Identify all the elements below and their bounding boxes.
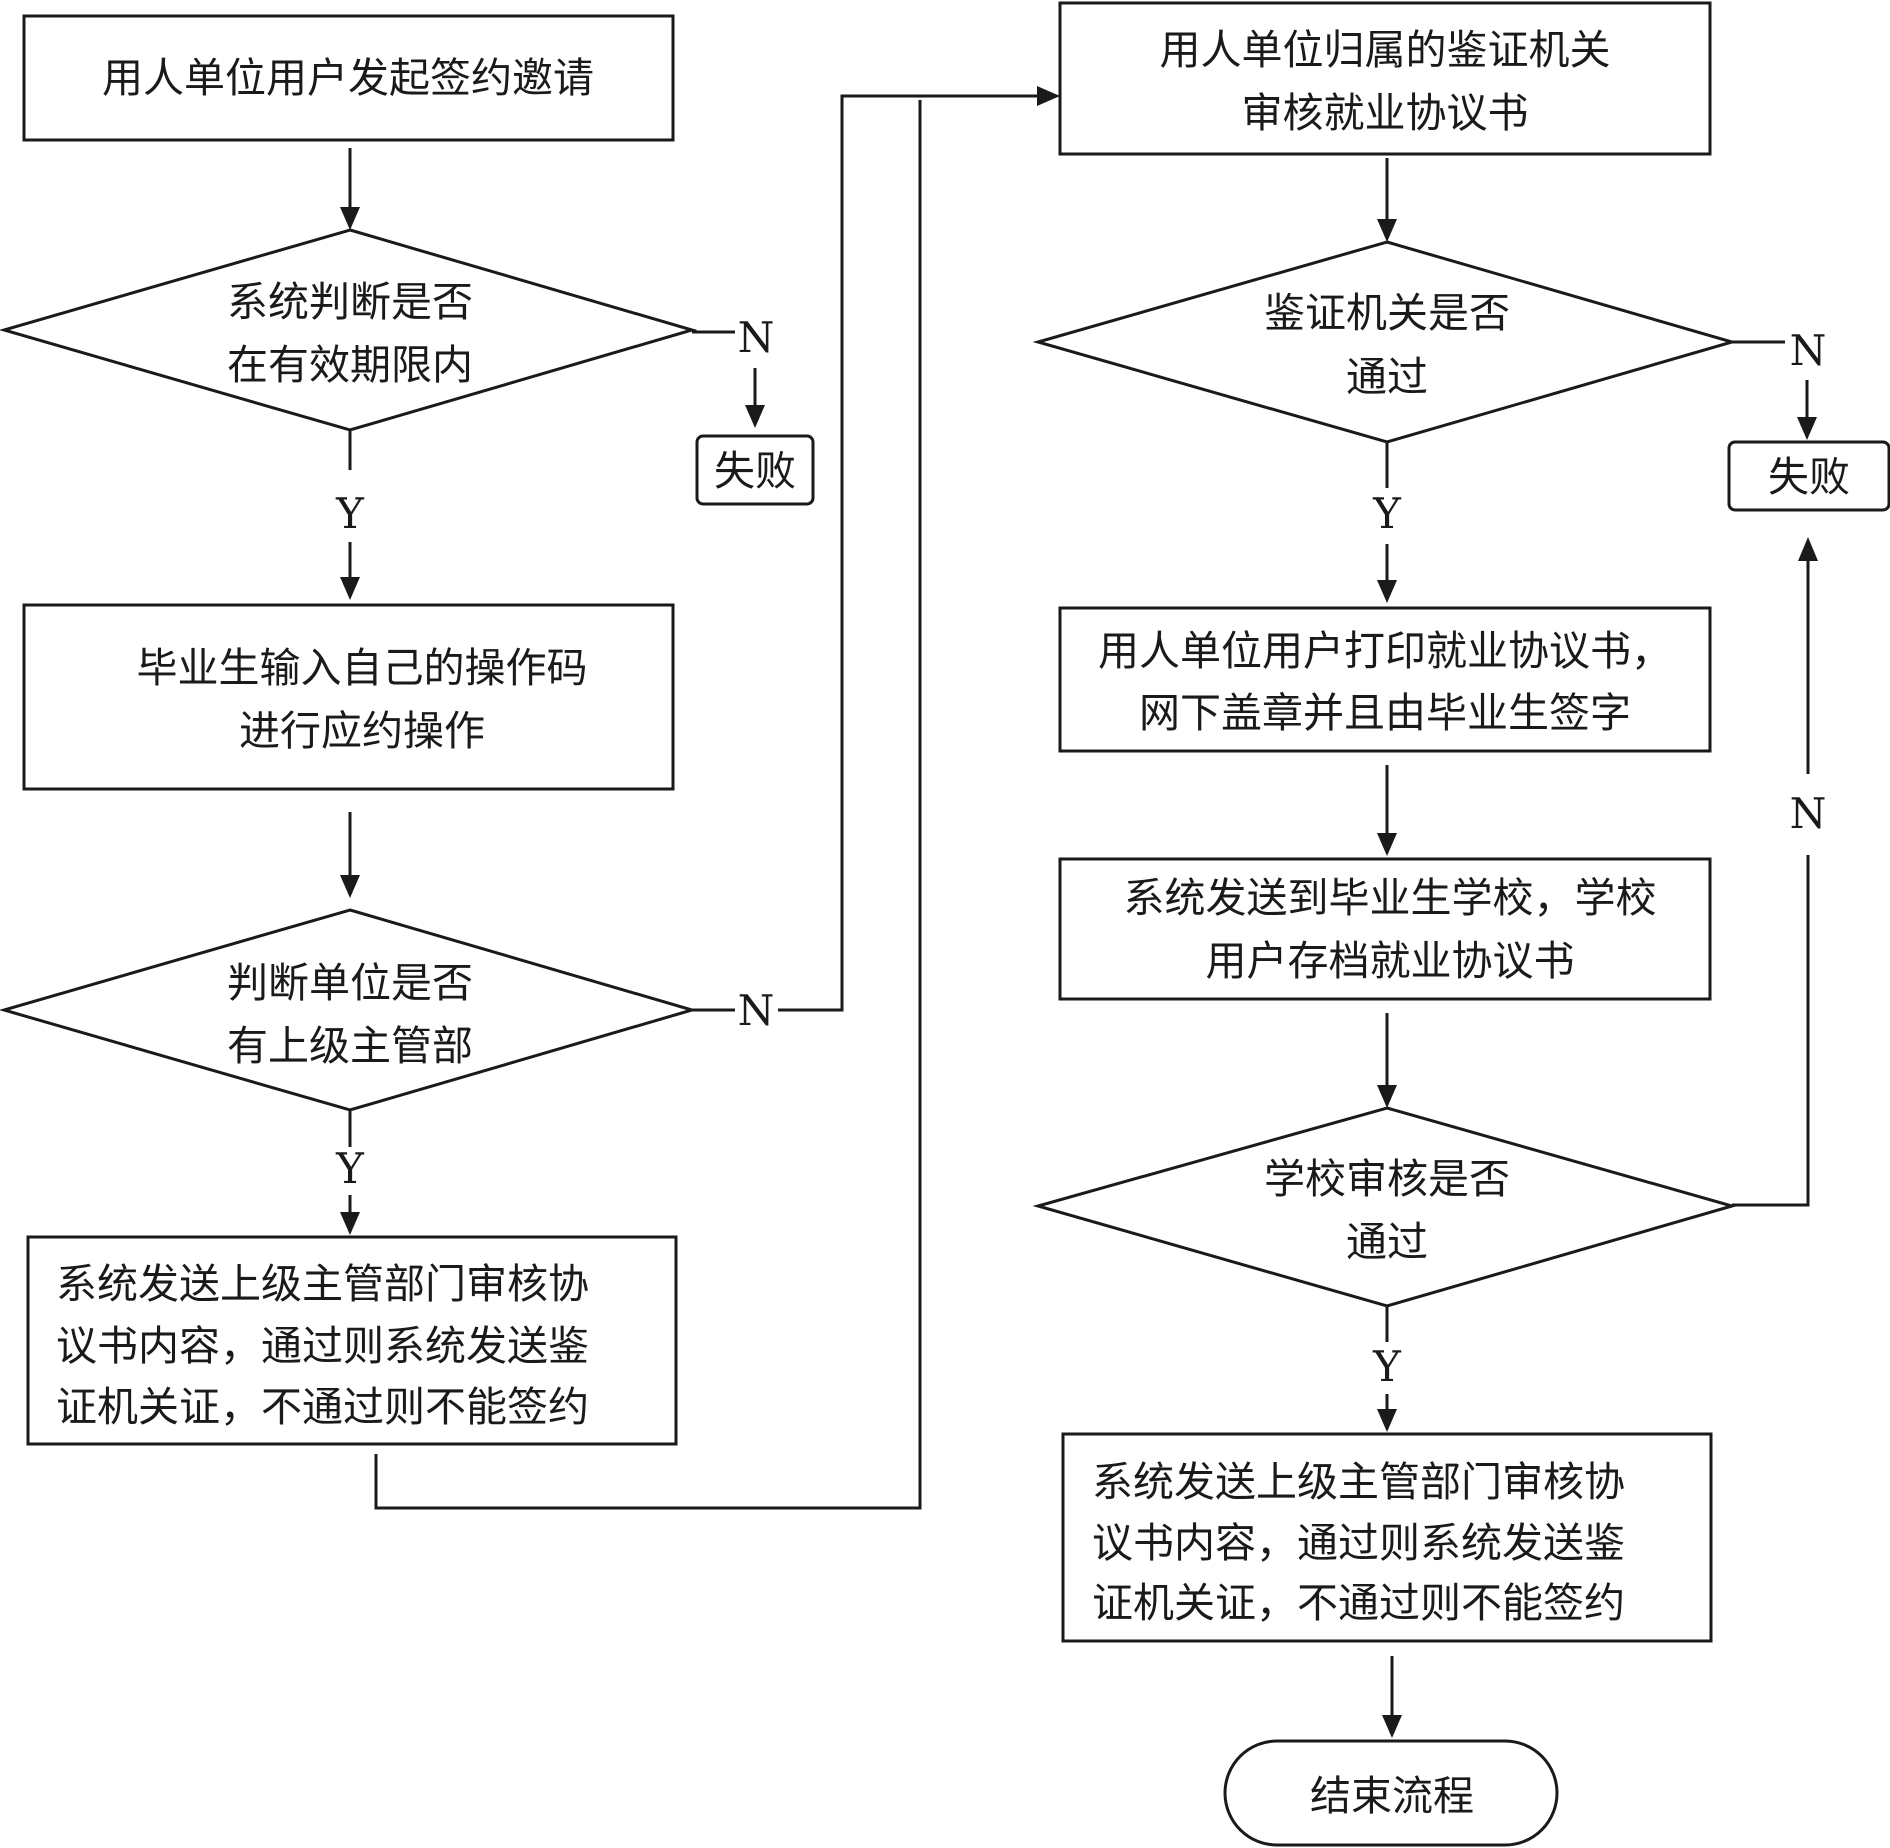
graduate-input-text: 进行应约操作 xyxy=(239,707,485,755)
authority-yes-label: Y xyxy=(1372,489,1402,538)
arrowhead xyxy=(1377,1409,1397,1432)
arrowhead xyxy=(1377,1085,1397,1108)
valid-yes-label: Y xyxy=(335,489,365,538)
school-decision-text: 通过 xyxy=(1346,1218,1428,1266)
edge-labels: N Y N Y N Y N Y xyxy=(335,313,1826,1391)
authority-decision-text: 通过 xyxy=(1346,353,1428,401)
fail-text-2: 失败 xyxy=(1768,453,1850,501)
superior-decision xyxy=(0,908,698,1112)
arrowhead xyxy=(1037,86,1060,106)
school-yes-label: Y xyxy=(1372,1342,1402,1391)
arrowhead xyxy=(1377,580,1397,603)
send-school-text: 用户存档就业协议书 xyxy=(1206,937,1575,985)
final-review-text: 系统发送上级主管部门审核协 xyxy=(1092,1458,1625,1506)
edge-school-no xyxy=(1732,855,1810,1207)
arrowhead xyxy=(1798,537,1818,561)
final-review-text: 证机关证，不通过则不能签约 xyxy=(1092,1579,1625,1627)
arrowhead xyxy=(1797,417,1817,440)
arrowhead xyxy=(340,875,360,898)
superior-no-label: N xyxy=(738,986,775,1035)
authority-review-text: 审核就业协议书 xyxy=(1242,89,1529,137)
edge-review-to-authority xyxy=(374,100,922,1510)
final-review-box xyxy=(1061,1432,1713,1643)
start-text: 用人单位用户发起签约邀请 xyxy=(102,54,594,102)
print-sign-text: 网下盖章并且由毕业生签字 xyxy=(1139,689,1631,737)
superior-review-text: 系统发送上级主管部门审核协 xyxy=(56,1260,589,1308)
send-school-text: 系统发送到毕业生学校，学校 xyxy=(1124,874,1657,922)
valid-decision xyxy=(0,228,698,432)
superior-decision-text: 有上级主管部 xyxy=(227,1022,473,1070)
start-box xyxy=(22,14,675,142)
node-labels: 用人单位用户发起签约邀请 系统判断是否 在有效期限内 失败 毕业生输入自己的操作… xyxy=(56,26,1850,1820)
print-sign-box xyxy=(1058,606,1712,753)
end-terminal xyxy=(1223,1739,1559,1847)
edge-superior-no-route xyxy=(778,94,1042,1012)
arrowhead xyxy=(340,207,360,230)
school-decision-text: 学校审核是否 xyxy=(1264,1155,1510,1203)
fail-box-1 xyxy=(695,434,815,506)
authority-no-label: N xyxy=(1790,326,1827,375)
print-sign-text: 用人单位用户打印就业协议书， xyxy=(1098,627,1672,675)
send-school-box xyxy=(1058,857,1712,1001)
superior-review-text: 证机关证，不通过则不能签约 xyxy=(56,1383,589,1431)
connectors xyxy=(348,94,1810,1720)
superior-yes-label: Y xyxy=(335,1144,365,1193)
arrowhead xyxy=(745,405,765,428)
arrowhead xyxy=(1377,833,1397,856)
authority-decision xyxy=(1032,240,1738,444)
fail-box-2 xyxy=(1727,440,1890,512)
superior-decision-text: 判断单位是否 xyxy=(227,959,473,1007)
arrowhead xyxy=(340,1212,360,1235)
authority-review-box xyxy=(1058,1,1712,156)
graduate-input-text: 毕业生输入自己的操作码 xyxy=(137,644,588,692)
valid-decision-text: 在有效期限内 xyxy=(227,341,473,389)
fail-text-1: 失败 xyxy=(714,447,796,495)
valid-no-label: N xyxy=(738,313,775,362)
authority-review-text: 用人单位归属的鉴证机关 xyxy=(1160,26,1611,74)
superior-review-box xyxy=(26,1235,678,1446)
school-no-label: N xyxy=(1790,789,1827,838)
authority-decision-text: 鉴证机关是否 xyxy=(1264,289,1510,337)
valid-decision-text: 系统判断是否 xyxy=(227,278,473,326)
end-text: 结束流程 xyxy=(1310,1772,1474,1820)
graduate-input-box xyxy=(22,603,675,791)
arrowhead xyxy=(1382,1715,1402,1738)
arrowhead xyxy=(340,577,360,600)
superior-review-text: 议书内容，通过则系统发送鉴 xyxy=(56,1322,589,1370)
arrowheads xyxy=(340,86,1818,1738)
school-decision xyxy=(1032,1106,1738,1308)
arrowhead xyxy=(1377,219,1397,242)
final-review-text: 议书内容，通过则系统发送鉴 xyxy=(1092,1519,1625,1567)
